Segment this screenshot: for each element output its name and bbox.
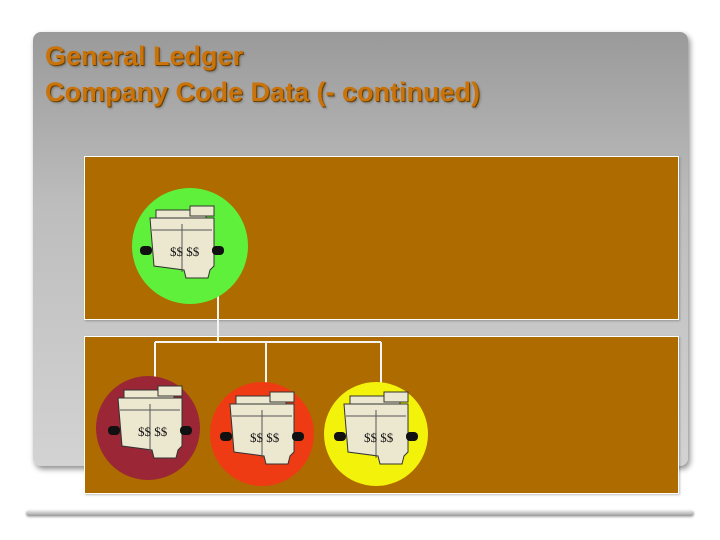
page-title: General Ledger Company Code Data (- cont… xyxy=(45,38,480,110)
ledger-label: $$ $$ xyxy=(170,244,200,259)
title-line-1: General Ledger xyxy=(45,41,244,71)
ledger-folder-icon xyxy=(220,391,304,465)
ledger-folder-icon xyxy=(140,205,224,279)
title-line-2: Company Code Data (- continued) xyxy=(45,77,481,107)
ledger-graphic xyxy=(96,376,200,480)
ledger-label: $$ $$ xyxy=(138,424,168,439)
ledger-label: $$ $$ xyxy=(364,430,394,445)
ledger-folder-icon xyxy=(334,391,418,465)
ledger-folder-icon xyxy=(108,385,192,459)
ledger-graphic xyxy=(210,382,314,486)
bottom-divider xyxy=(26,510,694,516)
ledger-graphic xyxy=(324,382,428,486)
ledger-graphic xyxy=(132,188,248,304)
ledger-label: $$ $$ xyxy=(250,430,280,445)
